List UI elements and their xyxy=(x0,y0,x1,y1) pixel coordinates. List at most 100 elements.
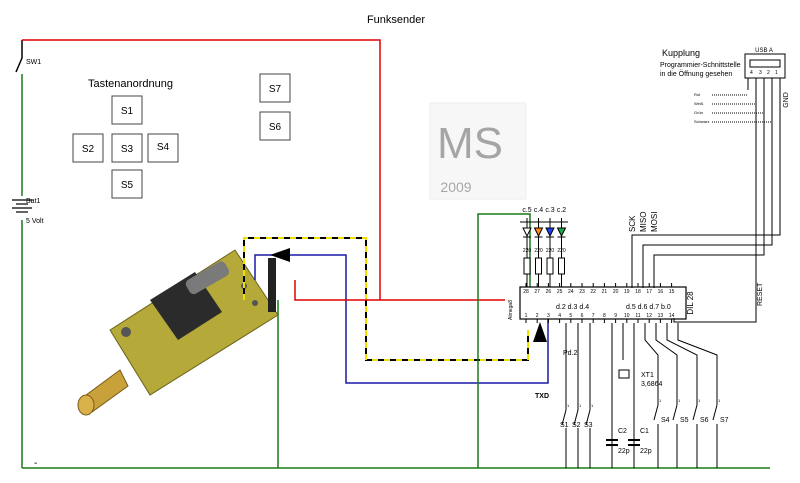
ground-minus: - xyxy=(34,458,37,469)
led-symbol xyxy=(545,227,555,238)
switch-label: S3 xyxy=(584,422,593,429)
ic-pin-number: 28 xyxy=(523,289,529,295)
wire-color-label: Rot xyxy=(694,92,701,97)
resistor-symbol xyxy=(558,257,565,275)
switch-wire xyxy=(666,323,698,405)
ic-pin-number: 5 xyxy=(569,313,572,319)
watermark-logo: MS 2009 xyxy=(429,102,527,200)
key-s1: S1 xyxy=(121,106,134,117)
usb-pin-4: 4 xyxy=(750,70,753,76)
led-symbol xyxy=(533,227,544,238)
led-label: c.5 xyxy=(522,207,531,214)
usb-pin-3: 3 xyxy=(759,70,762,76)
cap-value: 22p xyxy=(618,448,630,455)
programming-wires xyxy=(631,75,781,323)
ic-pin-number: 16 xyxy=(658,289,664,295)
key-s7: S7 xyxy=(269,84,282,95)
switch-label: S1 xyxy=(560,422,569,429)
red-wire xyxy=(294,280,380,301)
sck-label: SCK xyxy=(628,215,637,232)
ic-port-top: d.2 d.3 d.4 xyxy=(556,304,589,311)
ic-atmega: Atmega8 xyxy=(508,300,514,320)
switch-label: S5 xyxy=(680,417,689,424)
switch-label: S6 xyxy=(700,417,709,424)
battery-voltage: 5 Volt xyxy=(26,218,44,225)
ic-pin-number: 25 xyxy=(557,289,563,295)
switch-wire xyxy=(655,323,678,405)
switch-pin: 1 xyxy=(678,398,681,403)
key-s4: S4 xyxy=(157,142,170,153)
keypad: S1 S2 S3 S4 S5 S7 S6 xyxy=(72,73,291,199)
arrow-up xyxy=(533,322,547,342)
watermark-letters: MS xyxy=(437,119,503,168)
txd-label: TXD xyxy=(535,393,549,400)
watermark-year: 2009 xyxy=(440,179,471,195)
switch-contact xyxy=(712,404,718,421)
led-symbol xyxy=(522,227,532,238)
switch-contact xyxy=(561,409,567,426)
switch-contact xyxy=(653,404,659,421)
ic-pin-number: 7 xyxy=(592,313,595,319)
ic-port-right: d.5 d.6 d.7 b.0 xyxy=(626,304,671,311)
ic-pin-number: 13 xyxy=(658,313,664,319)
switch-pin: 1 xyxy=(591,403,594,408)
ic-name: DIL 28 xyxy=(686,291,695,315)
switch-contact xyxy=(692,404,698,421)
switch-wire xyxy=(677,323,718,405)
ic-pin-number: 18 xyxy=(635,289,641,295)
ic-pin-number: 2 xyxy=(536,313,539,319)
switch-pin: 1 xyxy=(579,403,582,408)
battery-label: Bat1 xyxy=(26,198,41,205)
ic-pin-number: 21 xyxy=(602,289,608,295)
coupling-line1: Programmier-Schnittstelle xyxy=(660,62,741,69)
key-s6: S6 xyxy=(269,122,282,133)
coupling-line2: in die Öffnung gesehen xyxy=(660,70,732,78)
ic-pin-number: 17 xyxy=(646,289,652,295)
ic-pin-number: 14 xyxy=(669,313,675,319)
mosi-label: MOSI xyxy=(650,212,659,232)
cap-name: C1 xyxy=(640,428,649,435)
crystal-symbol xyxy=(618,369,630,379)
resistor-value: 220 xyxy=(523,248,532,254)
green-wire-ic xyxy=(477,213,531,468)
wire-color-label: Weiß xyxy=(694,101,704,106)
ic-dil28: DIL 28 Atmega8 d.2 d.3 d.4 d.5 d.6 d.7 b… xyxy=(508,283,695,323)
ic-pin-number: 23 xyxy=(579,289,585,295)
wire-color-label: Grün xyxy=(694,110,703,115)
switch-contact xyxy=(672,404,678,421)
led-symbol xyxy=(556,227,567,238)
switch-contact xyxy=(573,409,579,426)
switch-sw1-label: SW1 xyxy=(26,59,41,66)
usb-label: USB A xyxy=(755,48,773,54)
key-s2: S2 xyxy=(82,144,95,155)
ic-pin-number: 19 xyxy=(624,289,630,295)
ic-pin-number: 3 xyxy=(547,313,550,319)
key-s5: S5 xyxy=(121,180,134,191)
battery-symbol xyxy=(12,199,32,213)
key-s3: S3 xyxy=(121,144,134,155)
ic-pin-number: 6 xyxy=(581,313,584,319)
cap-value: 22p xyxy=(640,448,652,455)
miso-label: MISO xyxy=(639,212,648,232)
reset-label: RESET xyxy=(757,282,764,306)
ic-pin-number: 8 xyxy=(603,313,606,319)
usb-pin-1: 1 xyxy=(775,70,778,76)
ic-pin-number: 9 xyxy=(614,313,617,319)
pd2-label: Pd.2 xyxy=(563,350,578,357)
switch-label: S2 xyxy=(572,422,581,429)
ic-pin-number: 20 xyxy=(613,289,619,295)
arrow-left xyxy=(270,248,290,262)
ic-pin-number: 1 xyxy=(525,313,528,319)
ic-pin-number: 15 xyxy=(669,289,675,295)
led-label: c.3 xyxy=(545,207,554,214)
switch-pin: 1 xyxy=(567,403,570,408)
ic-pin-number: 4 xyxy=(558,313,561,319)
led-label: c.2 xyxy=(557,207,566,214)
power-wiring xyxy=(15,39,770,469)
diagram-title: Funksender xyxy=(367,14,425,26)
switch-label: S7 xyxy=(720,417,729,424)
resistor-symbol xyxy=(546,257,554,275)
